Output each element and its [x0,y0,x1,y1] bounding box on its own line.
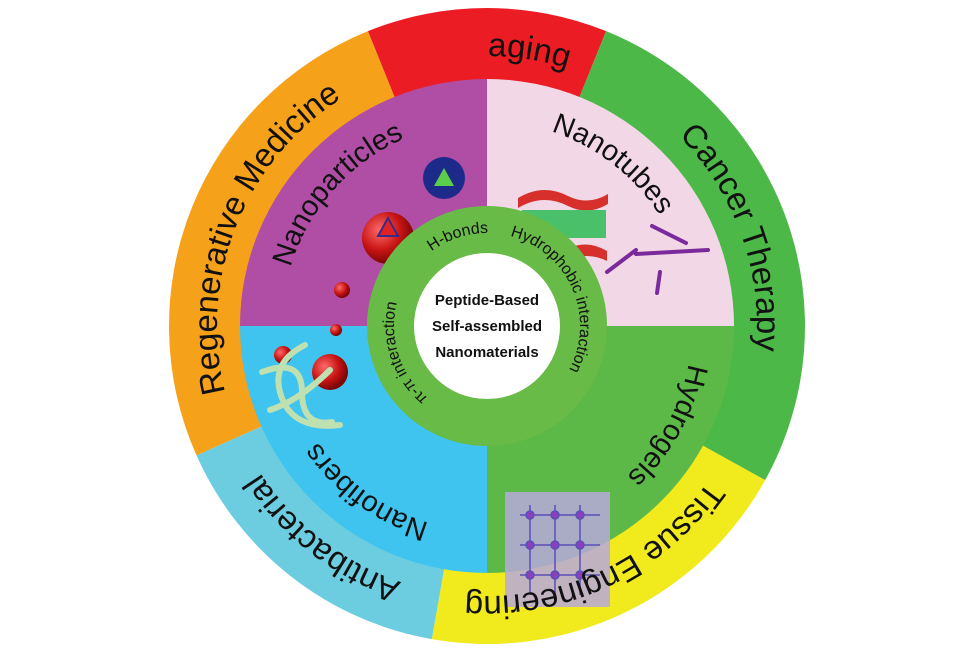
center-circle [414,253,560,399]
center-title-line-1: Peptide-Based [435,292,539,309]
nanorods-illustration [605,224,710,295]
center-title-line-2: Self-assembled [432,318,542,335]
hydrogel-illustration [505,492,610,607]
nanofiber-illustration [259,342,343,429]
center-title-line-3: Nanomaterials [435,344,538,361]
